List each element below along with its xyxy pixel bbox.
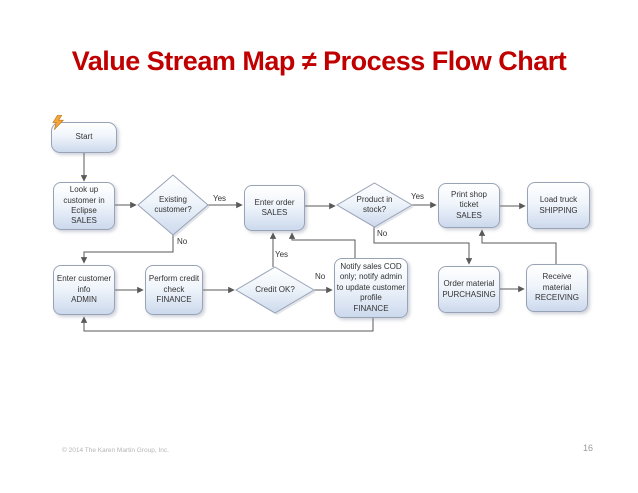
edge-label-existing-yes: Yes	[213, 194, 227, 203]
arrow-notify-to-enter-order	[288, 232, 356, 258]
arrow-receive-to-print-ticket	[478, 229, 557, 264]
decision-product-in-stock-shape	[336, 182, 413, 228]
node-lookup-customer: Look up customer in Eclipse SALES	[53, 182, 115, 230]
arrow-product-no-to-order-material	[373, 227, 473, 265]
lightning-bolt-icon	[52, 115, 65, 130]
node-receive-material: Receive material RECEIVING	[526, 264, 588, 312]
node-print-shop-ticket: Print shop ticket SALES	[438, 183, 500, 228]
node-enter-customer-info: Enter customer info ADMIN	[53, 265, 115, 315]
page-number: 16	[583, 443, 594, 453]
page-title: Value Stream Map ≠ Process Flow Chart	[71, 46, 567, 76]
node-enter-order: Enter order SALES	[244, 185, 305, 231]
arrow-notify-to-enter-customer-feedback	[80, 316, 374, 332]
edge-label-credit-yes: Yes	[275, 250, 289, 259]
edge-label-existing-no: No	[177, 237, 188, 246]
decision-existing-customer-shape	[137, 174, 209, 236]
node-load-truck: Load truck SHIPPING	[527, 182, 590, 229]
arrow-existing-no-to-enter-customer	[80, 235, 174, 264]
edge-label-product-yes: Yes	[411, 192, 425, 201]
node-notify-sales-cod: Notify sales COD only; notify admin to u…	[334, 258, 408, 318]
node-perform-credit-check: Perform credit check FINANCE	[145, 265, 203, 315]
node-start: Start	[51, 122, 117, 153]
decision-credit-ok-shape	[235, 266, 315, 314]
node-order-material: Order material PURCHASING	[438, 266, 500, 313]
edge-label-product-no: No	[377, 229, 388, 238]
copyright-text: © 2014 The Karen Martin Group, Inc.	[62, 447, 169, 454]
edge-label-credit-no: No	[315, 272, 326, 281]
